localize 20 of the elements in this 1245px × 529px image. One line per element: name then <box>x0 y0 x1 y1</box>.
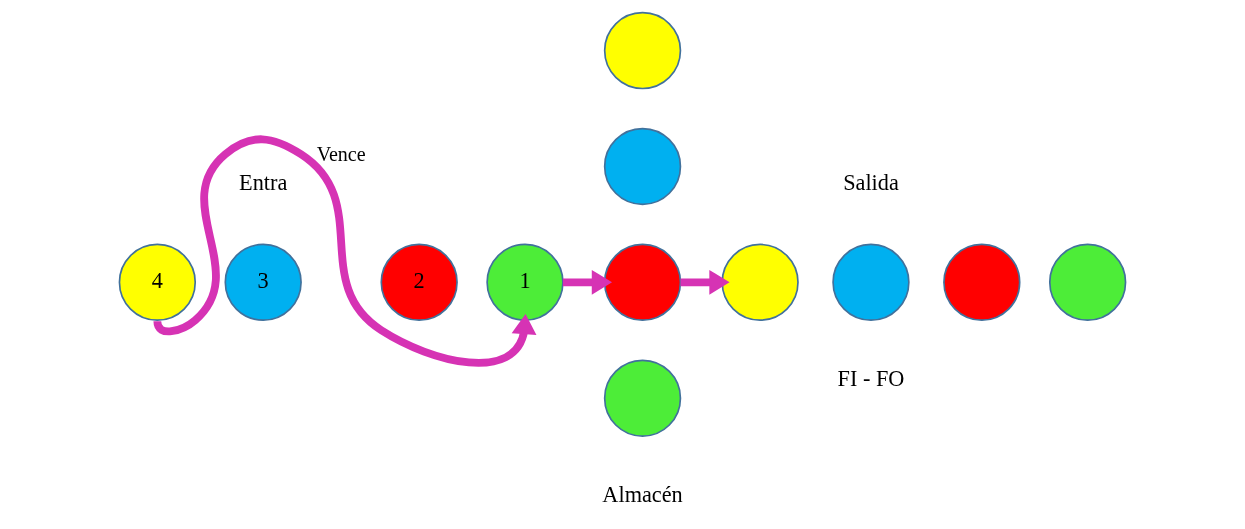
arrow <box>680 269 730 295</box>
node-circle <box>943 243 1021 322</box>
label: FI - FO <box>837 365 905 391</box>
arrow <box>153 135 537 367</box>
node-circle: 1 <box>486 243 564 322</box>
node-circle <box>721 243 799 322</box>
node-circle <box>603 243 682 322</box>
node-circle: 2 <box>380 243 458 322</box>
label: Almacén <box>602 481 683 507</box>
node-circle: 4 <box>118 243 197 322</box>
node-circle <box>603 11 682 90</box>
node-circle <box>832 243 910 322</box>
node-circle <box>603 359 682 437</box>
node-circle <box>603 127 682 206</box>
node-circle: 3 <box>224 243 302 322</box>
arrow <box>562 269 613 295</box>
node-circle <box>1048 243 1127 322</box>
label: Salida <box>843 169 899 195</box>
label: Entra <box>239 169 288 195</box>
edge-label: Vence <box>316 143 366 166</box>
